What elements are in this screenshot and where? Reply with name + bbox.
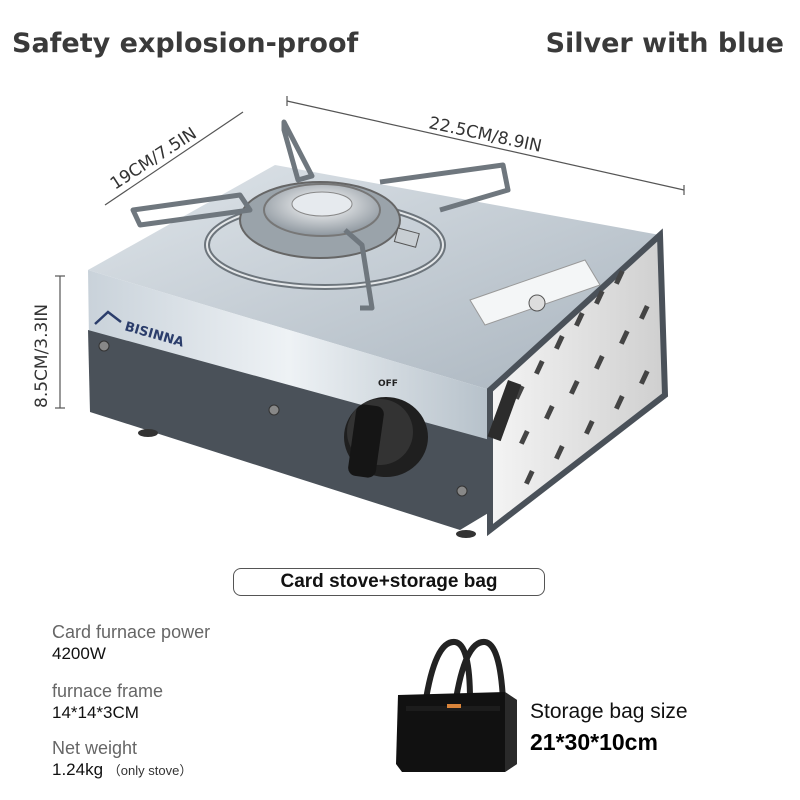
depth-label: 19CM/7.5IN xyxy=(107,124,201,195)
depth-dimension: 19CM/7.5IN xyxy=(104,111,244,206)
spec-frame: furnace frame 14*14*3CM xyxy=(52,681,163,723)
spec-label: Card furnace power xyxy=(52,622,211,642)
spec-value: 1.24kg xyxy=(52,760,104,779)
spec-label: furnace frame xyxy=(52,681,164,701)
package-contents-pill: Card stove+storage bag xyxy=(233,568,545,596)
spec-power: Card furnace power 4200W xyxy=(52,622,210,664)
height-label: 8.5CM/3.3IN xyxy=(32,304,52,408)
width-label: 22.5CM/8.9IN xyxy=(427,113,544,156)
spec-note: （only stove） xyxy=(107,763,193,778)
spec-value: 4200W xyxy=(52,644,106,663)
bag-size-label: Storage bag size xyxy=(530,700,688,723)
spec-weight: Net weight 1.24kg （only stove） xyxy=(52,738,192,781)
control-knob: OFF xyxy=(344,379,428,478)
height-dimension: 8.5CM/3.3IN xyxy=(32,275,65,409)
spec-label: Net weight xyxy=(52,738,138,758)
burner-assembly xyxy=(130,119,511,311)
storage-bag-image xyxy=(396,639,517,772)
header-left-title: Safety explosion-proof xyxy=(12,28,359,59)
spec-value: 14*14*3CM xyxy=(52,703,139,722)
knob-off-label: OFF xyxy=(378,379,398,389)
bag-size-value: 21*30*10cm xyxy=(530,729,658,755)
header-right-title: Silver with blue xyxy=(545,28,784,59)
